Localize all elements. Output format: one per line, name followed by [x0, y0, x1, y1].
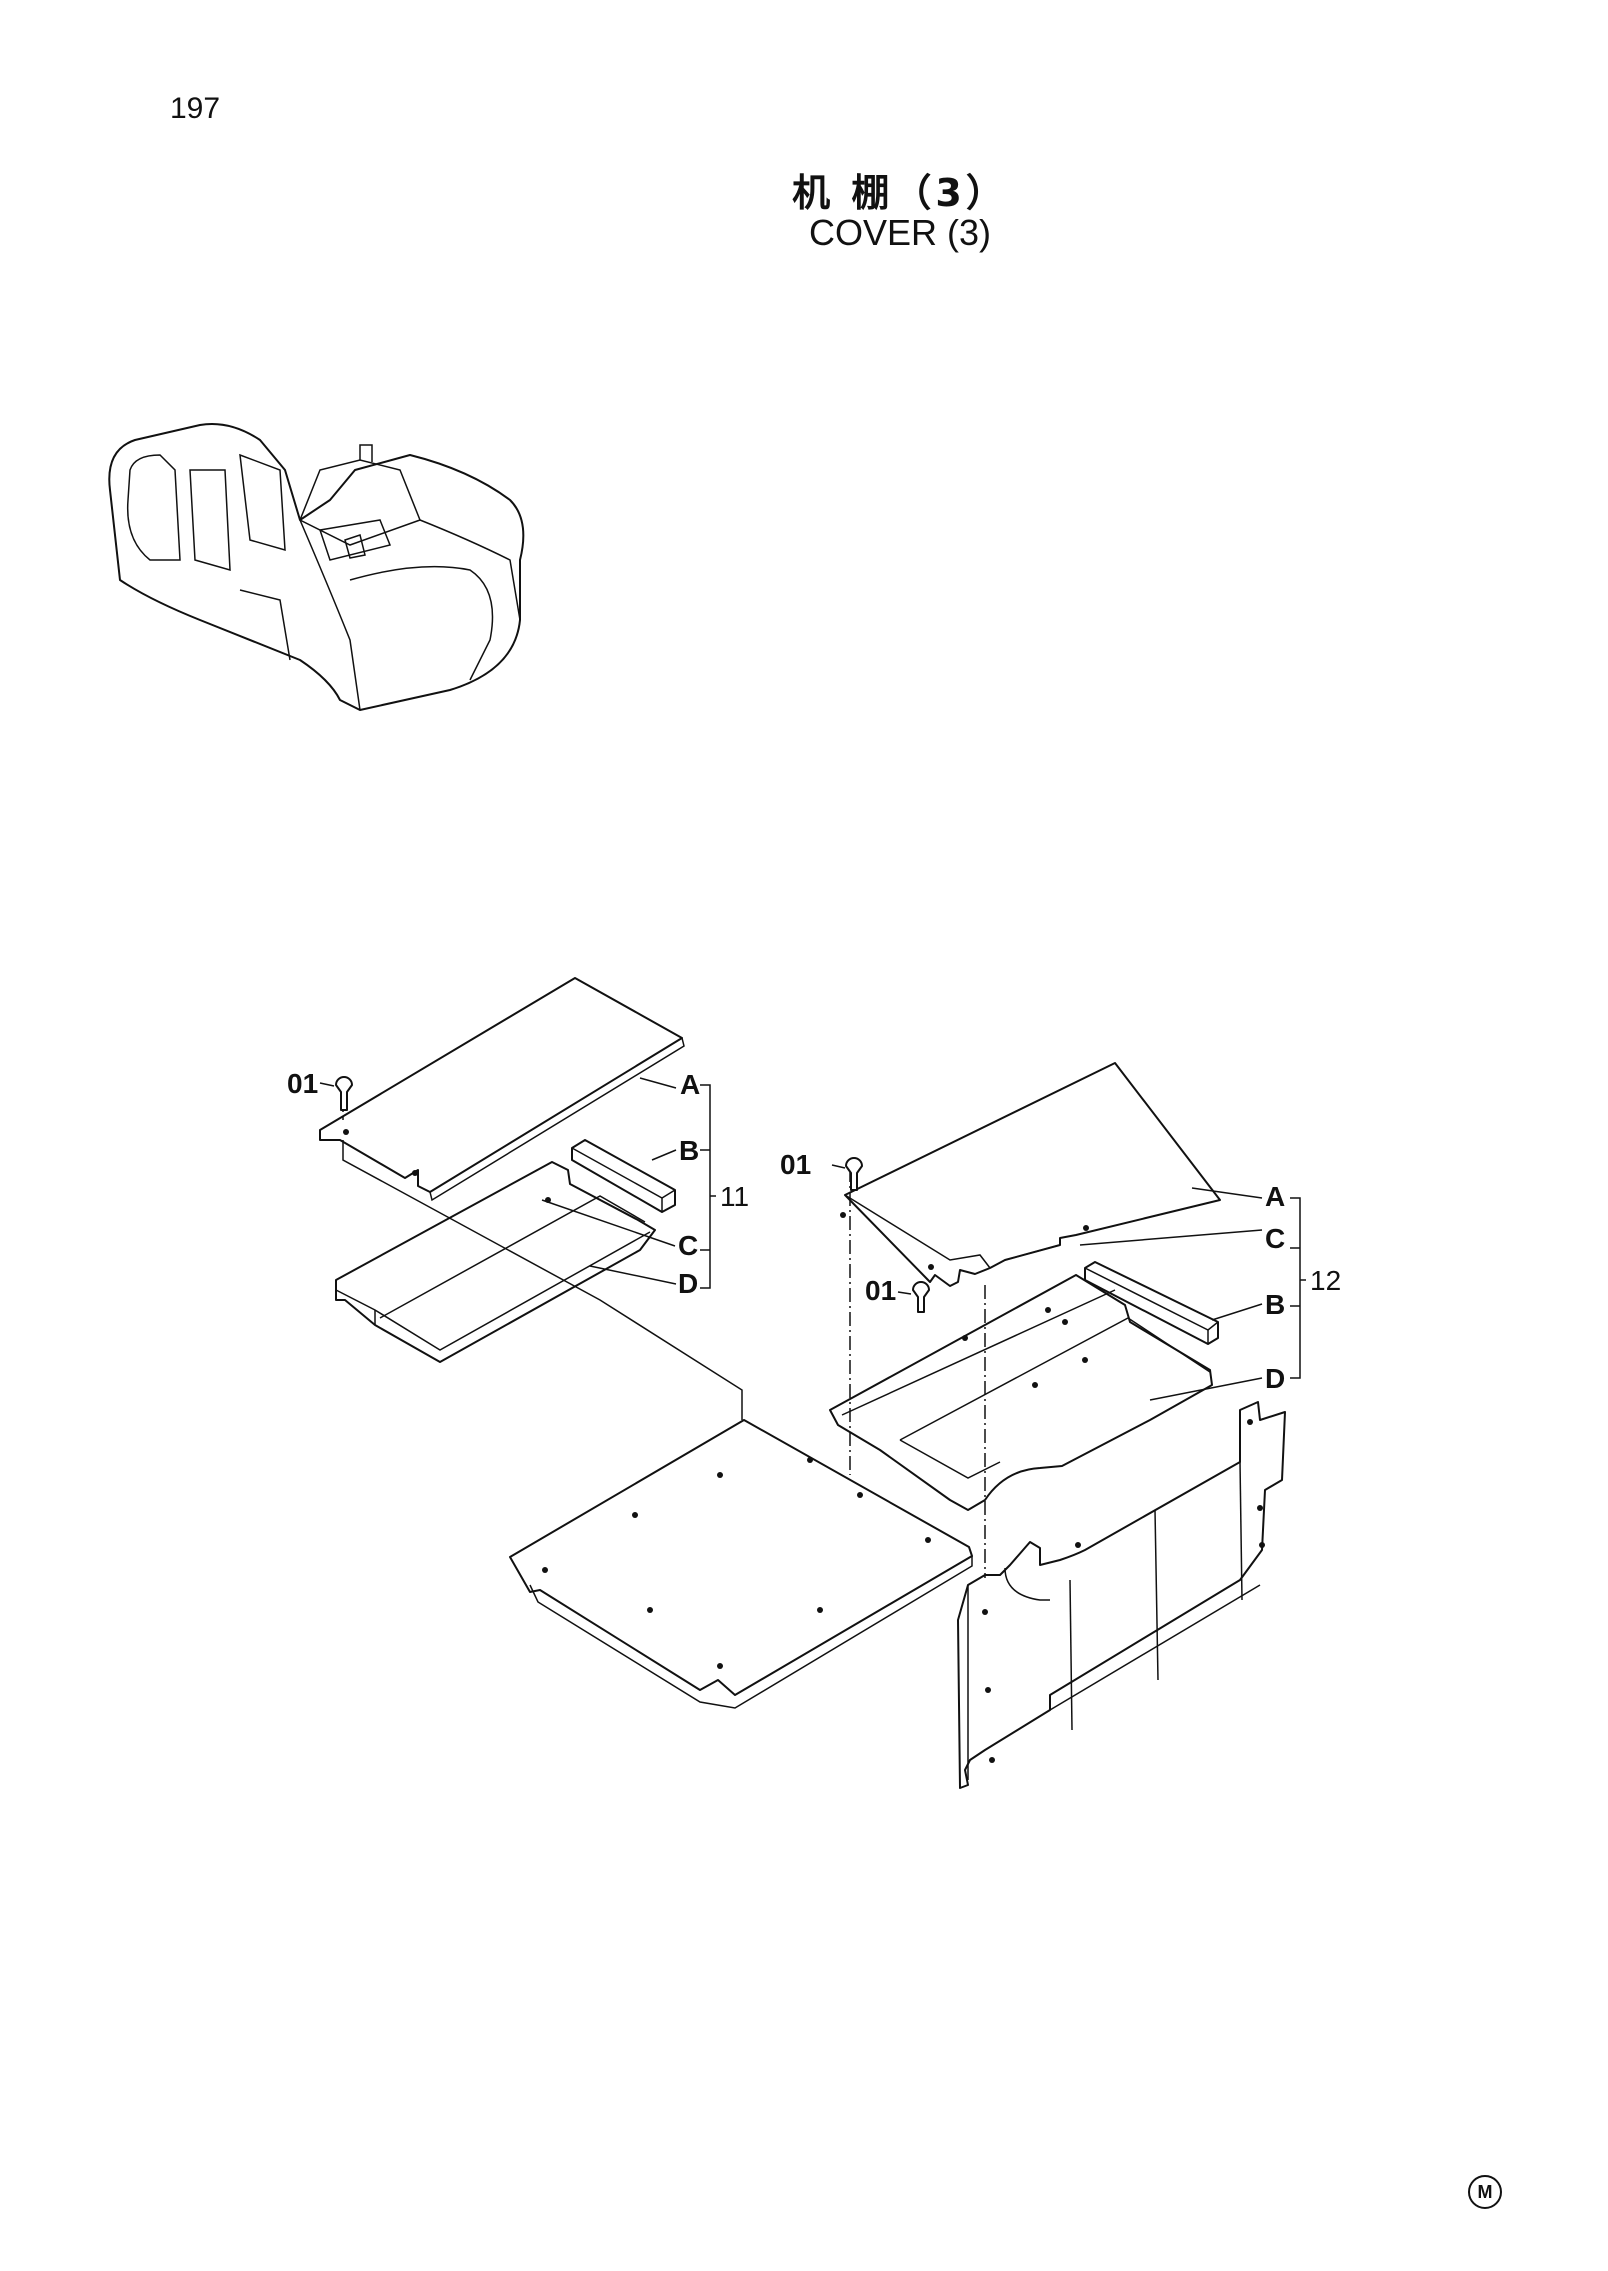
- left-callout-d: D: [678, 1268, 698, 1299]
- right-bolt-01-lower: [912, 1281, 930, 1313]
- left-bolt-label: 01: [287, 1068, 318, 1099]
- left-callout-a: A: [680, 1069, 700, 1100]
- excavator-overview-illustration: [108, 423, 525, 711]
- maker-mark: M: [1468, 2175, 1502, 2209]
- left-callout-c: C: [678, 1230, 698, 1261]
- left-group-number: 11: [720, 1181, 749, 1212]
- left-callout-b: B: [679, 1135, 699, 1166]
- floor-plate: [509, 1419, 973, 1709]
- left-pad-c-d: [335, 1161, 656, 1363]
- right-side-panel: [957, 1401, 1286, 1789]
- right-cover-assembly: 01 01 A C B D 12: [780, 1062, 1341, 1789]
- page-title-chinese: 机 棚（3）: [792, 171, 1008, 215]
- right-group-number: 12: [1310, 1265, 1341, 1296]
- left-plate-a: [319, 977, 683, 1193]
- page-number: 197: [170, 92, 221, 125]
- right-callout-a: A: [1265, 1181, 1285, 1212]
- right-callout-b: B: [1265, 1289, 1285, 1320]
- right-bolt-label-upper: 01: [780, 1149, 811, 1180]
- right-bolt-01-upper: [845, 1157, 863, 1191]
- left-cover-assembly: 01 A B C D 11: [287, 977, 749, 1420]
- right-bolt-label-lower: 01: [865, 1275, 896, 1306]
- left-bolt-01: [335, 1076, 353, 1111]
- right-callout-c: C: [1265, 1223, 1285, 1254]
- page-title-english: COVER (3): [808, 212, 992, 253]
- right-pad-c-d: [829, 1274, 1213, 1511]
- right-callout-d: D: [1265, 1363, 1285, 1394]
